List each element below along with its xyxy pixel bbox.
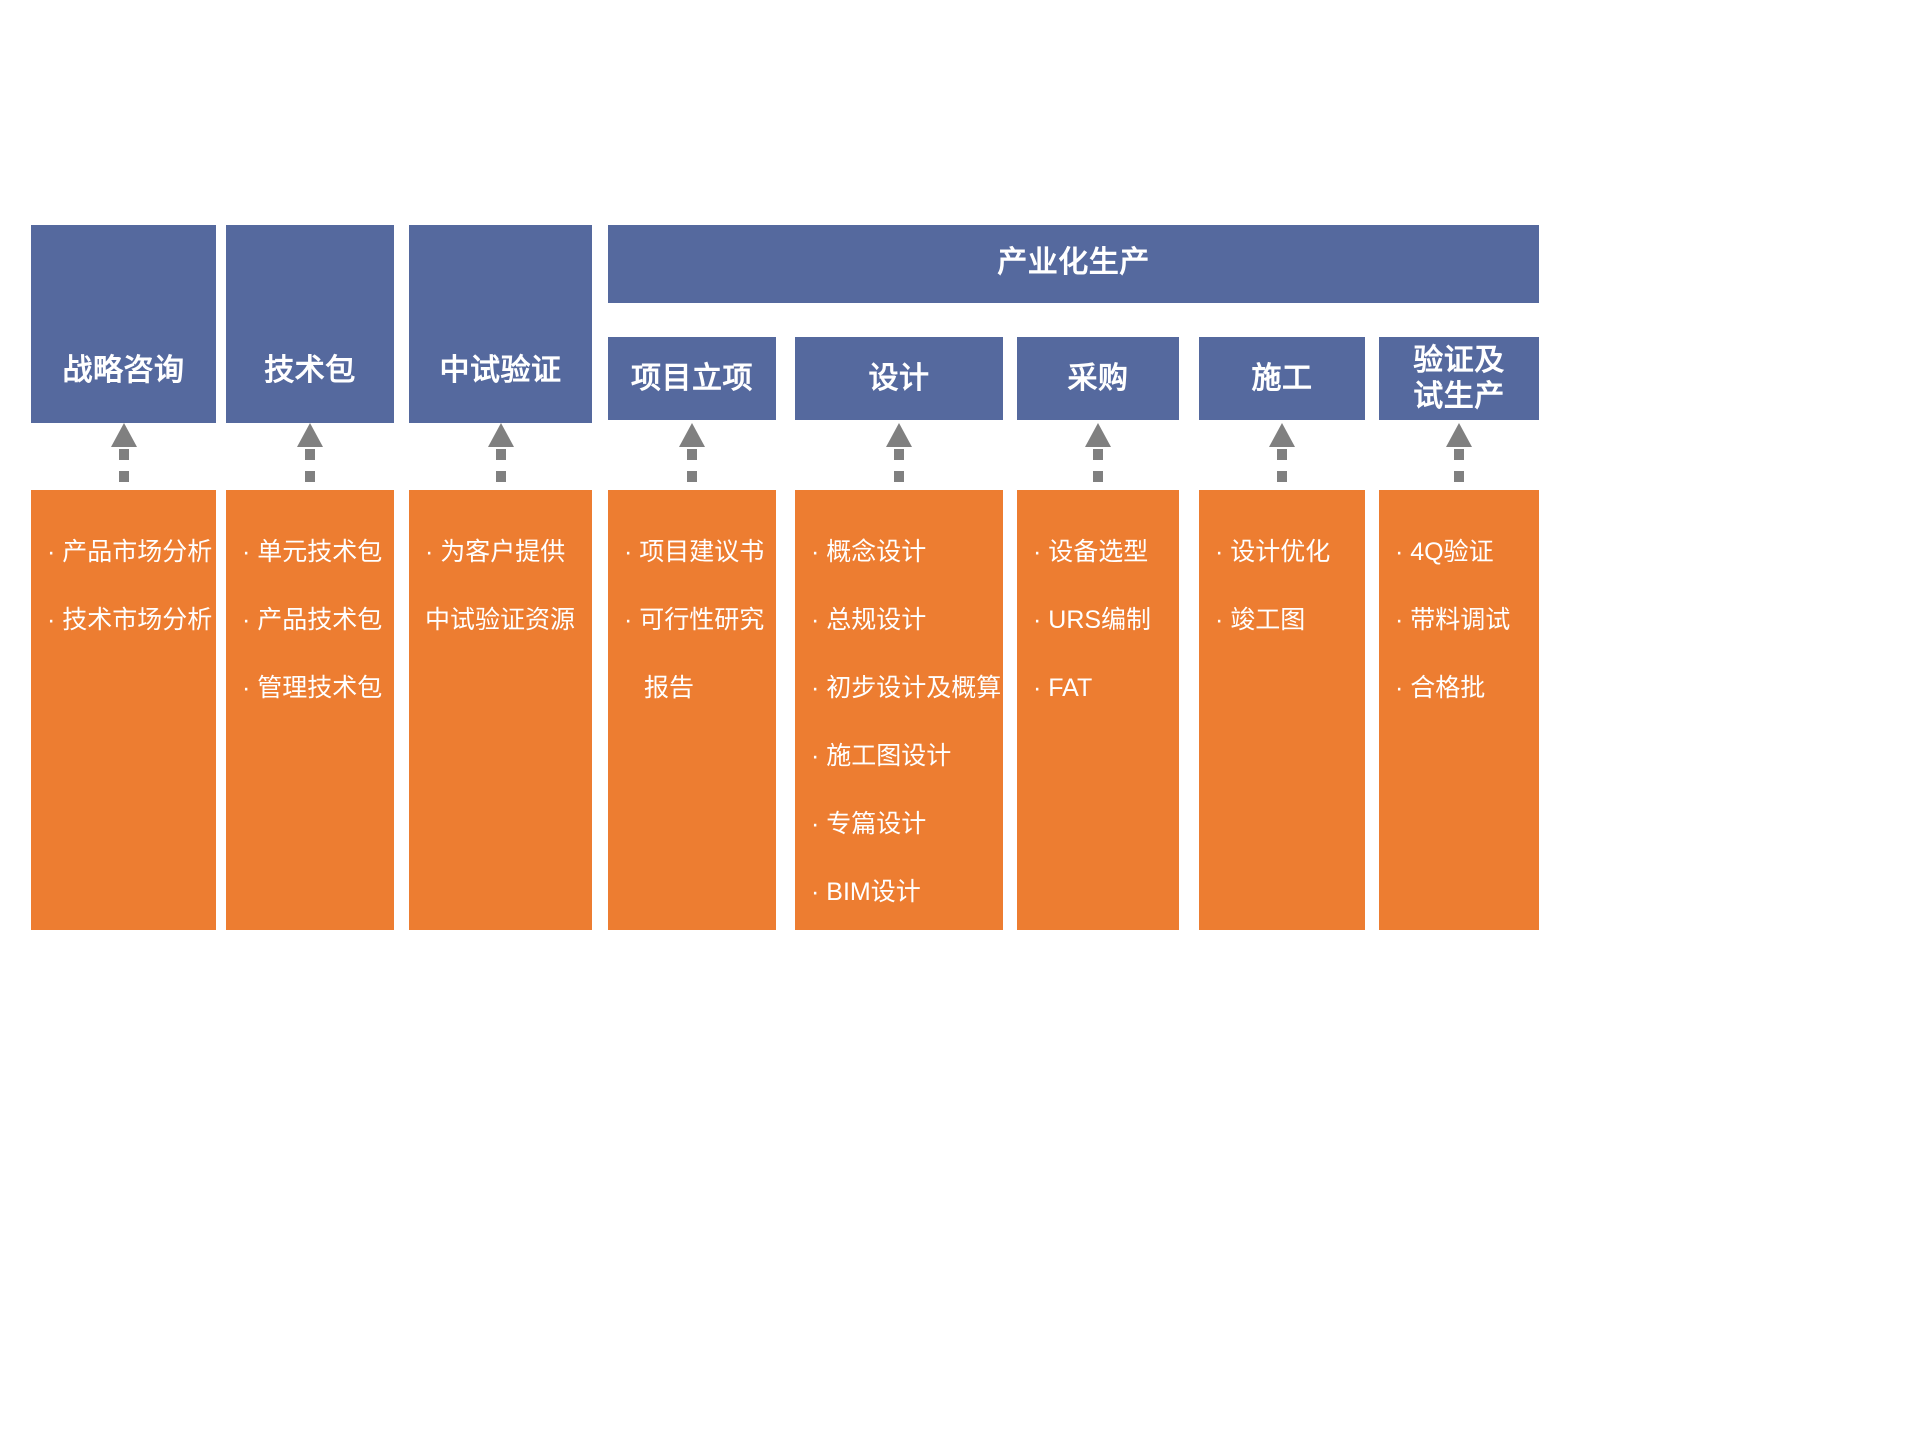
phase-item-list: · 4Q验证 · 带料调试 · 合格批 bbox=[1393, 518, 1525, 722]
phase-header-construction[interactable]: 施工 bbox=[1199, 337, 1365, 420]
phase-item-list: · 为客户提供 中试验证资源 bbox=[423, 518, 578, 654]
arrow-head-icon bbox=[886, 423, 912, 447]
phase-content-design[interactable]: · 概念设计 · 总规设计 · 初步设计及概算 · 施工图设计 · 专篇设计 ·… bbox=[795, 490, 1003, 974]
phase-content-strategy[interactable]: · 产品市场分析 · 技术市场分析 bbox=[31, 490, 216, 930]
list-item: · 设计优化 bbox=[1215, 538, 1331, 566]
list-item: · 竣工图 bbox=[1215, 606, 1306, 634]
arrow-stem bbox=[119, 449, 129, 513]
phase-header-label: 验证及 试生产 bbox=[1413, 343, 1505, 414]
phase-header-procurement[interactable]: 采购 bbox=[1017, 337, 1179, 420]
phase-header-tech-package[interactable]: 技术包 bbox=[226, 225, 394, 423]
phase-header-initiation[interactable]: 项目立项 bbox=[608, 337, 776, 420]
phase-header-design[interactable]: 设计 bbox=[795, 337, 1003, 420]
phase-header-label: 技术包 bbox=[264, 354, 356, 388]
phase-header-label-line1: 验证及 bbox=[1413, 344, 1505, 378]
list-item: · 产品技术包 bbox=[242, 606, 383, 634]
list-item: · 施工图设计 bbox=[811, 742, 952, 770]
phase-content-procurement[interactable]: · 设备选型 · URS编制 · FAT bbox=[1017, 490, 1179, 930]
phase-item-list: · 单元技术包 · 产品技术包 · 管理技术包 bbox=[240, 518, 383, 722]
list-item: · 技术市场分析 bbox=[47, 606, 213, 634]
group-header-industrialization[interactable]: 产业化生产 bbox=[608, 225, 1539, 303]
phase-header-validation[interactable]: 验证及 试生产 bbox=[1379, 337, 1539, 420]
phase-header-label: 中试验证 bbox=[439, 354, 562, 388]
list-item: · 产品市场分析 bbox=[47, 538, 213, 566]
list-item: · FAT bbox=[1033, 674, 1093, 702]
phase-header-pilot[interactable]: 中试验证 bbox=[409, 225, 592, 423]
arrow-head-icon bbox=[488, 423, 514, 447]
list-item: · 管理技术包 bbox=[242, 674, 383, 702]
phase-header-label: 项目立项 bbox=[631, 361, 753, 395]
phase-header-label: 施工 bbox=[1251, 361, 1313, 395]
list-item: · 单元技术包 bbox=[242, 538, 383, 566]
phase-item-list: · 设计优化 · 竣工图 bbox=[1213, 518, 1351, 654]
arrow-head-icon bbox=[1085, 423, 1111, 447]
phase-item-list: · 项目建议书 · 可行性研究 报告 bbox=[622, 518, 765, 722]
list-item: · 为客户提供 bbox=[425, 538, 566, 566]
arrow-head-icon bbox=[1446, 423, 1472, 447]
phase-header-label: 战略咨询 bbox=[62, 354, 185, 388]
list-item: · 带料调试 bbox=[1395, 606, 1511, 634]
list-item: · 设备选型 bbox=[1033, 538, 1149, 566]
phase-content-tech-package[interactable]: · 单元技术包 · 产品技术包 · 管理技术包 bbox=[226, 490, 394, 930]
phase-content-validation[interactable]: · 4Q验证 · 带料调试 · 合格批 bbox=[1379, 490, 1539, 930]
list-item: · 专篇设计 bbox=[811, 810, 927, 838]
list-item: · 合格批 bbox=[1395, 674, 1486, 702]
phase-item-list: · 产品市场分析 · 技术市场分析 bbox=[45, 518, 213, 654]
arrow-stem bbox=[1454, 449, 1464, 513]
list-item: · 数字孪生设计 bbox=[811, 946, 977, 974]
arrow-stem bbox=[305, 449, 315, 513]
phase-header-label: 采购 bbox=[1067, 361, 1129, 395]
list-item: · 可行性研究 bbox=[624, 606, 765, 634]
list-item: · URS编制 bbox=[1033, 606, 1152, 634]
list-item: · BIM设计 bbox=[811, 878, 921, 906]
list-item: · 初步设计及概算 bbox=[811, 674, 1002, 702]
list-item: 报告 bbox=[644, 674, 695, 702]
phase-item-list: · 概念设计 · 总规设计 · 初步设计及概算 · 施工图设计 · 专篇设计 ·… bbox=[809, 518, 1002, 994]
phase-content-initiation[interactable]: · 项目建议书 · 可行性研究 报告 bbox=[608, 490, 776, 930]
phase-header-strategy[interactable]: 战略咨询 bbox=[31, 225, 216, 423]
arrow-head-icon bbox=[297, 423, 323, 447]
arrow-stem bbox=[496, 449, 506, 513]
arrow-stem bbox=[687, 449, 697, 513]
phase-item-list: · 设备选型 · URS编制 · FAT bbox=[1031, 518, 1165, 722]
list-item: 中试验证资源 bbox=[425, 606, 576, 634]
arrow-stem bbox=[1093, 449, 1103, 513]
list-item: · 项目建议书 bbox=[624, 538, 765, 566]
phase-content-pilot[interactable]: · 为客户提供 中试验证资源 bbox=[409, 490, 592, 930]
arrow-stem bbox=[894, 449, 904, 513]
list-item: · 4Q验证 bbox=[1395, 538, 1494, 566]
group-header-label: 产业化生产 bbox=[997, 246, 1150, 280]
arrow-stem bbox=[1277, 449, 1287, 513]
arrow-head-icon bbox=[111, 423, 137, 447]
list-item: · 概念设计 bbox=[811, 538, 927, 566]
arrow-head-icon bbox=[1269, 423, 1295, 447]
phase-content-construction[interactable]: · 设计优化 · 竣工图 bbox=[1199, 490, 1365, 930]
phase-header-label-line2: 试生产 bbox=[1413, 379, 1505, 413]
arrow-head-icon bbox=[679, 423, 705, 447]
phase-header-label: 设计 bbox=[868, 361, 930, 395]
list-item: · 总规设计 bbox=[811, 606, 927, 634]
